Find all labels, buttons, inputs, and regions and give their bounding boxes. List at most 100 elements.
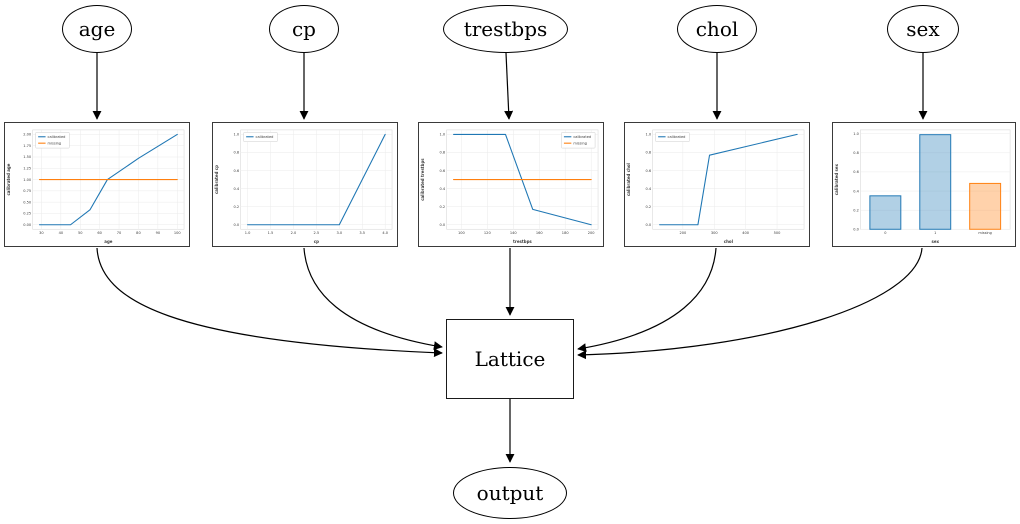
svg-text:missing: missing — [573, 141, 587, 145]
svg-text:200: 200 — [679, 231, 687, 235]
svg-text:70: 70 — [117, 231, 122, 235]
calibrator-chart-age: 30 40 50 60 70 80 90 100 0.00 0.25 0.50 0.75 1.00 1.2… — [4, 122, 190, 247]
edge-age-chart-to-lattice — [96, 247, 443, 358]
input-node-sex-label: sex — [906, 17, 940, 41]
svg-text:0.00: 0.00 — [23, 223, 32, 227]
input-node-chol: chol — [677, 5, 757, 53]
svg-text:60: 60 — [97, 231, 102, 235]
svg-text:4.0: 4.0 — [382, 231, 388, 235]
svg-text:0.0: 0.0 — [233, 223, 239, 227]
svg-text:3.0: 3.0 — [336, 231, 342, 235]
svg-text:calibrated chol: calibrated chol — [626, 162, 631, 196]
svg-text:calibrated cp: calibrated cp — [214, 165, 219, 194]
svg-text:0.75: 0.75 — [23, 189, 31, 193]
svg-text:calibrated age: calibrated age — [6, 163, 11, 195]
svg-text:missing: missing — [48, 141, 62, 145]
svg-text:1.0: 1.0 — [233, 133, 239, 137]
svg-text:0.0: 0.0 — [853, 227, 859, 231]
svg-text:2.5: 2.5 — [314, 231, 320, 235]
svg-text:90: 90 — [156, 231, 161, 235]
svg-text:30: 30 — [39, 231, 44, 235]
svg-text:0.8: 0.8 — [439, 151, 445, 155]
input-node-age-label: age — [78, 17, 116, 41]
output-node-label: output — [476, 481, 544, 505]
input-node-age: age — [62, 5, 132, 53]
svg-text:1.5: 1.5 — [268, 231, 274, 235]
svg-text:calibrated: calibrated — [573, 135, 591, 139]
svg-text:1.00: 1.00 — [23, 178, 32, 182]
svg-text:sex: sex — [932, 239, 940, 244]
edge-trestbps-to-chart — [504, 52, 514, 120]
edge-sex-chart-to-lattice — [577, 247, 923, 360]
svg-text:0.2: 0.2 — [233, 205, 239, 209]
svg-text:2.0: 2.0 — [291, 231, 297, 235]
svg-text:missing: missing — [978, 231, 991, 235]
input-node-chol-label: chol — [695, 17, 739, 41]
svg-text:140: 140 — [510, 231, 518, 235]
svg-text:1: 1 — [934, 231, 936, 235]
lattice-node-label: Lattice — [474, 347, 546, 371]
svg-text:100: 100 — [458, 231, 466, 235]
svg-text:400: 400 — [742, 231, 750, 235]
svg-text:0.4: 0.4 — [853, 189, 859, 193]
svg-text:200: 200 — [588, 231, 596, 235]
svg-text:0.2: 0.2 — [645, 205, 651, 209]
svg-text:0.25: 0.25 — [23, 212, 31, 216]
svg-text:chol: chol — [724, 239, 734, 244]
input-node-sex: sex — [887, 5, 959, 53]
svg-text:1.25: 1.25 — [23, 167, 31, 171]
edge-chol-chart-to-lattice — [577, 247, 717, 353]
lattice-node: Lattice — [446, 319, 574, 399]
edge-cp-chart-to-lattice — [303, 247, 443, 351]
svg-text:100: 100 — [174, 231, 182, 235]
input-node-trestbps-label: trestbps — [463, 17, 548, 41]
calibrator-chart-age-plot: 30 40 50 60 70 80 90 100 0.00 0.25 0.50 0.75 1.00 1.2… — [6, 129, 185, 244]
svg-text:0.4: 0.4 — [439, 187, 445, 191]
svg-text:0.6: 0.6 — [853, 170, 859, 174]
svg-text:2.00: 2.00 — [23, 133, 32, 137]
svg-text:1.0: 1.0 — [645, 133, 651, 137]
svg-text:1.75: 1.75 — [23, 144, 31, 148]
svg-text:0.2: 0.2 — [853, 208, 859, 212]
svg-text:300: 300 — [711, 231, 719, 235]
svg-text:1.50: 1.50 — [23, 155, 32, 159]
svg-text:calibrated: calibrated — [48, 135, 66, 139]
svg-text:cp: cp — [314, 239, 319, 244]
svg-text:1.0: 1.0 — [439, 133, 445, 137]
svg-text:0.6: 0.6 — [439, 169, 445, 173]
svg-text:0.4: 0.4 — [645, 187, 651, 191]
svg-text:120: 120 — [484, 231, 492, 235]
svg-text:180: 180 — [562, 231, 570, 235]
svg-text:0.4: 0.4 — [233, 187, 239, 191]
svg-text:0.6: 0.6 — [645, 169, 651, 173]
svg-text:0.6: 0.6 — [233, 169, 239, 173]
svg-text:50: 50 — [78, 231, 83, 235]
svg-text:3.5: 3.5 — [359, 231, 365, 235]
svg-text:calibrated sex: calibrated sex — [834, 163, 839, 195]
svg-text:80: 80 — [136, 231, 141, 235]
svg-text:0.50: 0.50 — [23, 200, 32, 204]
svg-text:1.0: 1.0 — [853, 132, 859, 136]
svg-text:40: 40 — [59, 231, 64, 235]
svg-text:age: age — [104, 239, 112, 244]
output-node: output — [453, 467, 567, 519]
svg-text:160: 160 — [536, 231, 544, 235]
svg-text:calibrated trestbps: calibrated trestbps — [420, 158, 425, 201]
svg-text:0.0: 0.0 — [645, 223, 651, 227]
svg-text:calibrated: calibrated — [256, 135, 274, 139]
input-node-cp: cp — [269, 5, 339, 53]
input-node-cp-label: cp — [291, 17, 316, 41]
svg-text:calibrated: calibrated — [668, 135, 686, 139]
input-node-trestbps: trestbps — [443, 5, 568, 53]
svg-text:0: 0 — [884, 231, 886, 235]
